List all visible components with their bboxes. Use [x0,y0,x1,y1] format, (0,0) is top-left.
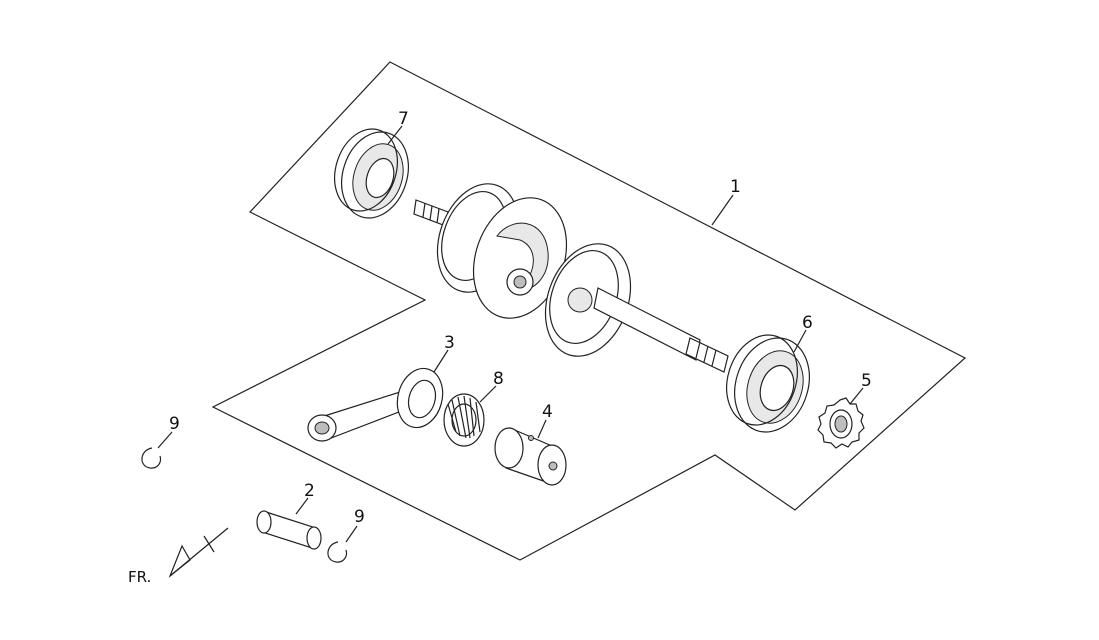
part-9-circlip-lower[interactable] [327,541,348,563]
callout-2: 2 [304,481,315,501]
part-2-piston-pin[interactable] [256,510,322,550]
part-3-connecting-rod[interactable] [307,363,449,442]
callout-9-lower: 9 [354,507,365,527]
part-8-needle-bearing[interactable] [443,393,485,447]
callout-4: 4 [542,402,553,422]
part-1-crankshaft[interactable] [413,172,729,373]
part-9-circlip-upper[interactable] [141,447,162,469]
part-4-crank-pin[interactable] [494,427,567,486]
part-5-sprocket[interactable] [817,397,865,449]
assembly-boundary [211,61,967,561]
part-6-bearing[interactable] [715,326,821,442]
front-direction-label: FR. [128,568,151,586]
front-direction-arrow-icon [168,527,229,578]
callout-7: 7 [398,109,409,129]
leader-lines [157,125,864,543]
callout-1: 1 [730,177,741,197]
callout-3: 3 [444,333,455,353]
callout-5: 5 [861,371,872,391]
callout-8: 8 [493,369,504,389]
part-7-bearing[interactable] [324,121,419,227]
callout-9-upper: 9 [169,414,180,434]
callout-6: 6 [802,313,813,333]
